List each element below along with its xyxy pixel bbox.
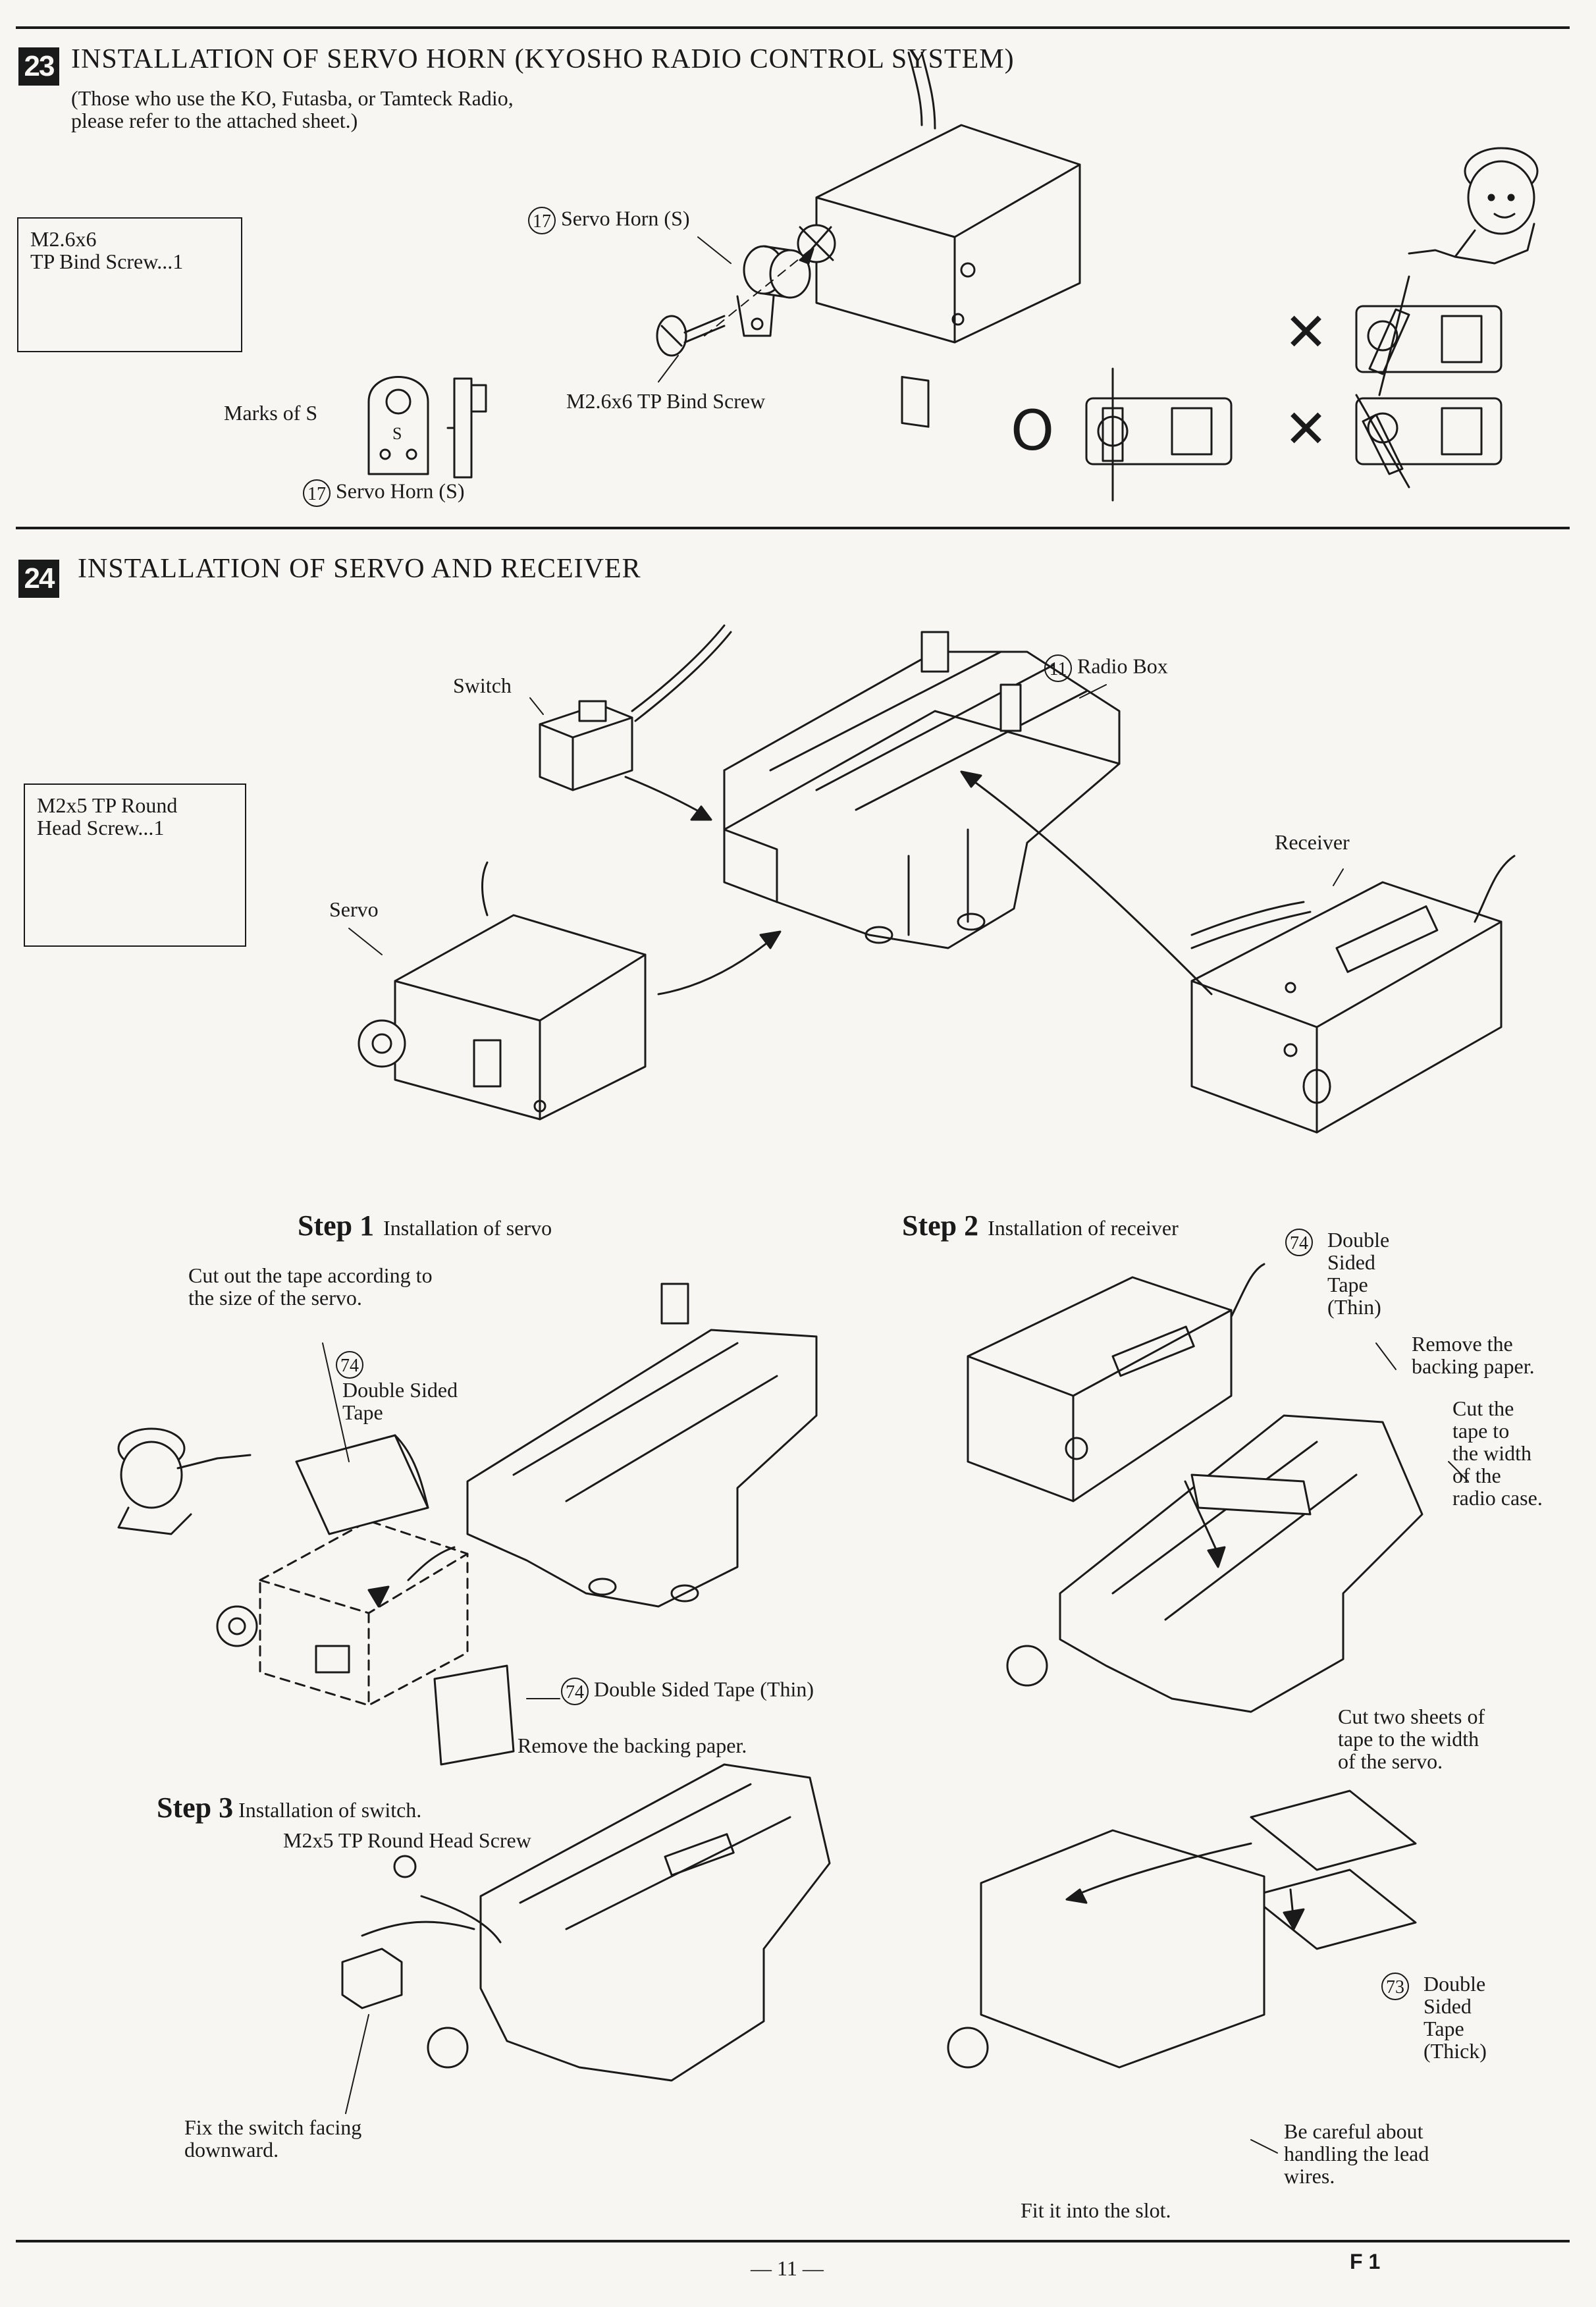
horn-marks-illustration	[367, 376, 487, 479]
step2-title: Step 2	[902, 1209, 979, 1242]
step3-screw-label: M2x5 TP Round Head Screw	[283, 1828, 531, 1852]
step3-fix-note: Fix the switch facing downward.	[184, 2115, 362, 2161]
step2-cut-note: Cut the tape to the width of the radio c…	[1452, 1396, 1543, 1510]
step2-tape-thick-part-number: 73	[1381, 1973, 1409, 2000]
step2-remove-paper: Remove the backing paper.	[1412, 1332, 1535, 1378]
section-23-note: (Those who use the KO, Futasba, or Tamte…	[71, 86, 514, 132]
bind-screw-illustration	[656, 315, 726, 357]
step1-tape-part-number: 74	[336, 1351, 363, 1379]
marks-of-s-label: Marks of S	[224, 401, 318, 425]
step2-subtitle: Installation of receiver	[988, 1216, 1179, 1240]
step1-servo-illustration	[216, 1520, 469, 1707]
step2-chassis-illustration	[1006, 1342, 1469, 1713]
radio-box-part-number: 11	[1044, 654, 1072, 682]
step1-tape-illustration	[295, 1342, 560, 1766]
servo-label: Servo	[329, 897, 379, 921]
bottom-rule	[16, 2240, 1570, 2242]
section-23-title: INSTALLATION OF SERVO HORN (KYOSHO RADIO…	[71, 44, 1015, 74]
step3-subtitle: Installation of switch.	[238, 1798, 422, 1822]
step2-tape-part-number: 74	[1285, 1229, 1313, 1256]
step2-receiver-illustration	[967, 1263, 1265, 1502]
step2-tape-text: Double Sided Tape (Thin)	[1327, 1228, 1390, 1319]
radio-box-text: Radio Box	[1077, 654, 1168, 678]
section-divider	[16, 527, 1570, 529]
radio-box-illustration	[723, 631, 1121, 949]
horn-position-ok	[1085, 367, 1233, 502]
step1-subtitle: Installation of servo	[383, 1216, 552, 1240]
mascot-illustration-step1	[117, 1427, 252, 1535]
step1-tape-number: 74	[336, 1351, 369, 1379]
switch-illustration	[529, 624, 732, 791]
horn-ng-symbol-1: ✕	[1284, 302, 1329, 363]
step2-careful-note: Be careful about handling the lead wires…	[1284, 2119, 1429, 2188]
step2-cut-two-note: Cut two sheets of tape to the width of t…	[1338, 1705, 1485, 1773]
step1-tape-thin-text: Double Sided Tape (Thin)	[594, 1677, 814, 1701]
step2-servo-tape-illustration	[947, 1790, 1417, 2154]
top-rule	[16, 26, 1570, 29]
page-number: — 11 —	[751, 2256, 824, 2280]
step2-fit-note: Fit it into the slot.	[1021, 2198, 1171, 2222]
bind-screw-label: M2.6x6 TP Bind Screw	[566, 389, 766, 413]
page-code: F 1	[1350, 2250, 1381, 2273]
step1-title: Step 1	[298, 1209, 375, 1242]
step1-chassis-illustration	[466, 1283, 818, 1608]
horn-ng-symbol-2: ✕	[1284, 398, 1329, 460]
step1-remove-paper: Remove the backing paper.	[518, 1734, 747, 1757]
section-23-parts-box: M2.6x6 TP Bind Screw...1	[17, 217, 242, 352]
section-24-number: 24	[18, 560, 59, 598]
horn-position-ng-2	[1355, 394, 1503, 489]
step1-cut-note: Cut out the tape according to the size o…	[188, 1263, 433, 1310]
mark-s-letter: S	[392, 424, 402, 443]
step1-heading: Step 1 Installation of servo	[298, 1209, 552, 1242]
servo-horn-text: Servo Horn (S)	[561, 206, 690, 230]
receiver-illustration	[1190, 855, 1516, 1134]
servo-horn-bottom-text: Servo Horn (S)	[336, 479, 465, 503]
switch-label: Switch	[453, 674, 512, 697]
section-24-parts-box: M2x5 TP Round Head Screw...1	[24, 783, 246, 947]
step2-tape-thick-text: Double Sided Tape (Thick)	[1423, 1972, 1487, 2063]
step2-heading: Step 2 Installation of receiver	[902, 1209, 1179, 1242]
step1-tape-thin-part-number: 74	[561, 1678, 589, 1705]
assembly-arrows-24	[624, 770, 1213, 995]
servo-illustration-24	[348, 861, 647, 1121]
section-23-number: 23	[18, 47, 59, 86]
servo-illustration-23	[797, 51, 1081, 428]
mascot-illustration-23	[1408, 147, 1539, 265]
section-24-title: INSTALLATION OF SERVO AND RECEIVER	[78, 554, 641, 584]
step3-assembly-illustration	[341, 1763, 831, 2114]
horn-ok-symbol: O	[1011, 398, 1055, 463]
servo-horn-illustration	[704, 245, 814, 337]
step3-title: Step 3	[157, 1791, 234, 1824]
horn-position-ng-1	[1355, 275, 1503, 396]
receiver-label: Receiver	[1275, 830, 1350, 854]
step1-tape-label: Double Sided Tape	[342, 1378, 458, 1424]
servo-horn-bottom-part-number: 17	[303, 479, 331, 507]
servo-horn-part-number: 17	[528, 207, 556, 234]
